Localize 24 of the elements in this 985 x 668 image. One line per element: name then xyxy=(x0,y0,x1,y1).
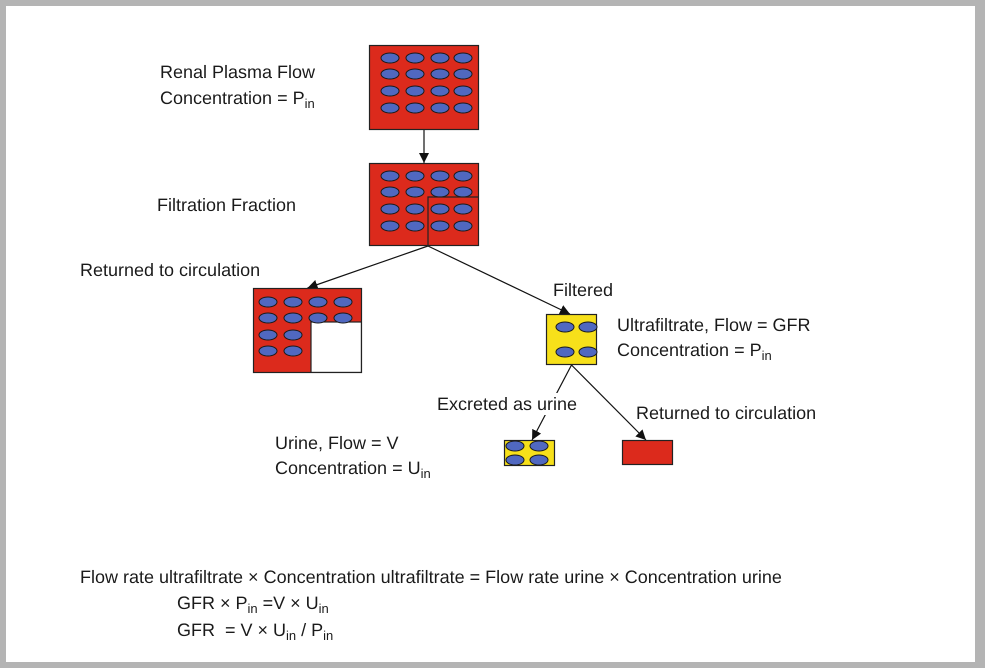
node-caption: Concentration = P$_{in}$ xyxy=(160,87,315,109)
arrow xyxy=(571,364,646,440)
node-caption: Concentration = P$_{in}$ xyxy=(617,339,772,361)
step-label: Filtration Fraction xyxy=(157,194,296,216)
node-caption: Concentration = U$_{in}$ xyxy=(275,457,431,479)
node-caption: Renal Plasma Flow xyxy=(160,61,316,83)
node-caption: Returned to circulation xyxy=(80,259,260,281)
equation: GFR × P$_{in}$ =V × U$_{in}$ xyxy=(177,592,329,614)
plasma-block xyxy=(369,163,479,246)
equation: Flow rate ultrafiltrate × Concentration ultrafiltrate = Flow rate urine × Concentration urine xyxy=(80,566,782,588)
arrow xyxy=(307,245,428,290)
plasma-block xyxy=(622,440,673,465)
arrow xyxy=(419,130,429,163)
urine-block xyxy=(504,440,555,466)
plasma-block xyxy=(253,288,362,373)
arrow xyxy=(428,245,570,315)
node-caption: Urine, Flow = V xyxy=(275,432,399,454)
plasma-block xyxy=(369,45,479,130)
node-caption: Ultrafiltrate, Flow = GFR xyxy=(617,314,811,336)
node-caption: Filtered xyxy=(553,279,614,301)
equation: GFR = V × U$_{in}$ / P$_{in}$ xyxy=(177,619,334,641)
node-caption: Returned to circulation xyxy=(636,402,816,424)
ultrafiltrate-block xyxy=(546,314,597,365)
edge-label: Excreted as urine xyxy=(436,393,578,415)
